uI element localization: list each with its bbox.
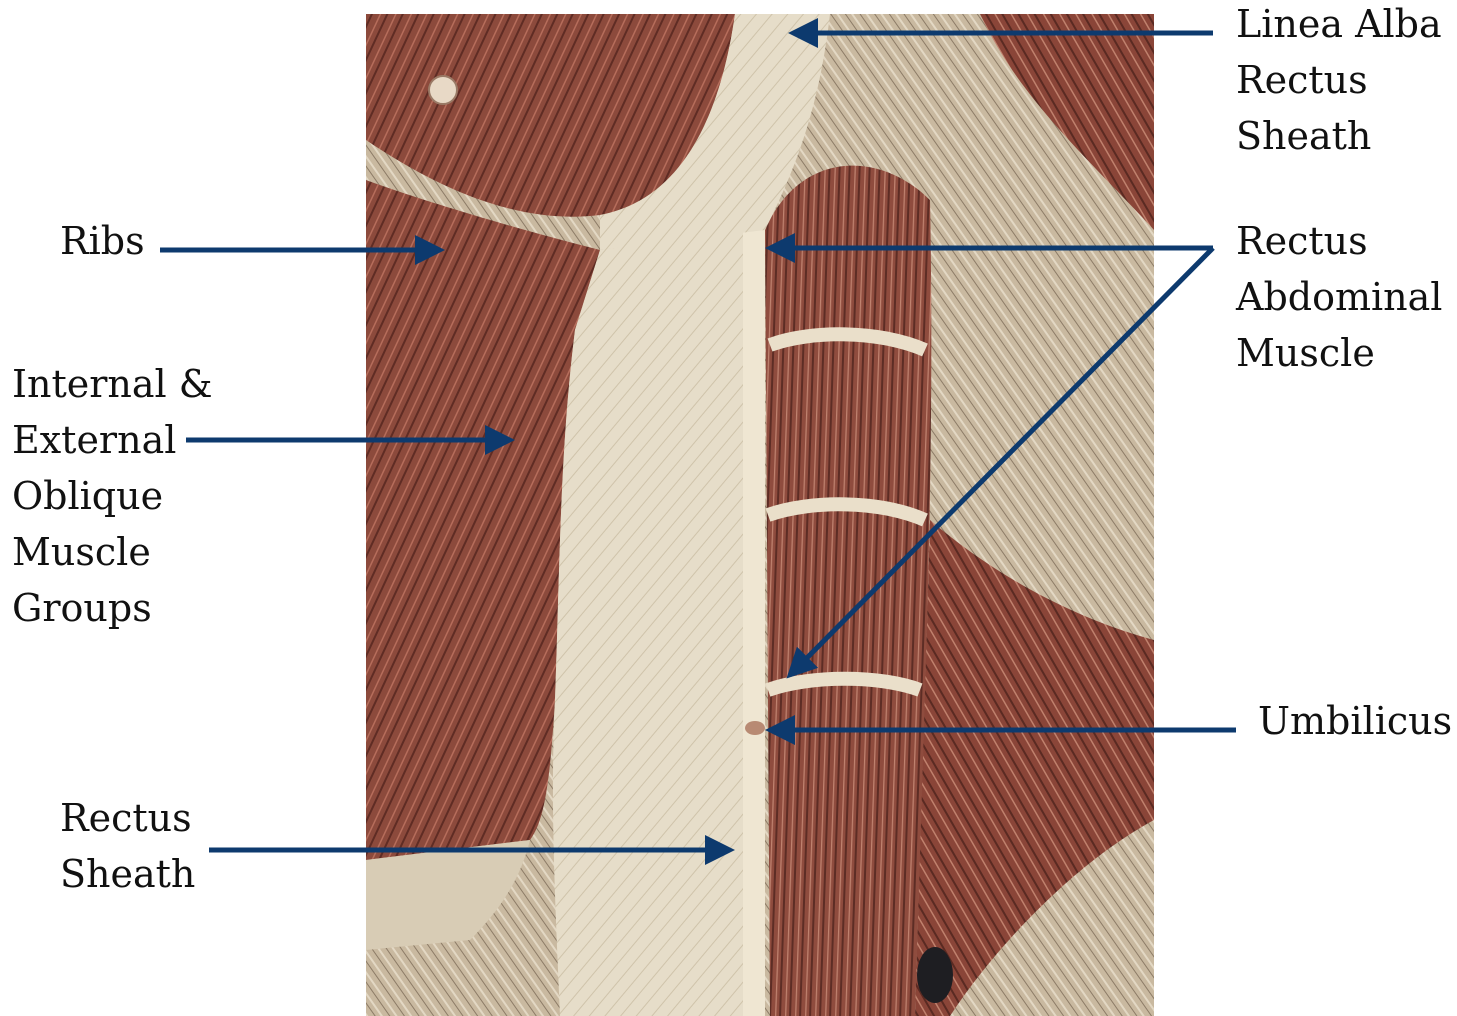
label-ribs: Ribs [60,213,145,269]
label-line: Sheath [60,846,195,902]
label-rectus-abdominal: Rectus Abdominal Muscle [1236,213,1442,381]
label-line: Internal & [12,356,213,412]
left-aponeurosis [553,230,745,1016]
label-line: Umbilicus [1258,693,1452,749]
label-line: Linea Alba [1236,0,1442,52]
linea-alba-band [743,230,765,1016]
label-line: Abdominal [1236,269,1442,325]
inguinal-shadow [917,947,953,1003]
label-line: Rectus [60,790,195,846]
label-line: Sheath [1236,108,1442,164]
label-line: Ribs [60,213,145,269]
right-rectus-muscle [765,166,931,1016]
label-line: Rectus [1236,52,1442,108]
label-line: Oblique [12,468,213,524]
label-line: Groups [12,580,213,636]
label-line: Muscle [1236,325,1442,381]
umbilicus-mark [745,721,765,735]
label-umbilicus: Umbilicus [1258,693,1452,749]
label-oblique-muscle-groups: Internal & External Oblique Muscle Group… [12,356,213,636]
anatomy-illustration [366,14,1154,1016]
label-line: Rectus [1236,213,1442,269]
nipple [429,76,457,104]
label-linea-alba: Linea Alba Rectus Sheath [1236,0,1442,164]
label-line: Muscle [12,524,213,580]
label-rectus-sheath: Rectus Sheath [60,790,195,902]
label-line: External [12,412,213,468]
